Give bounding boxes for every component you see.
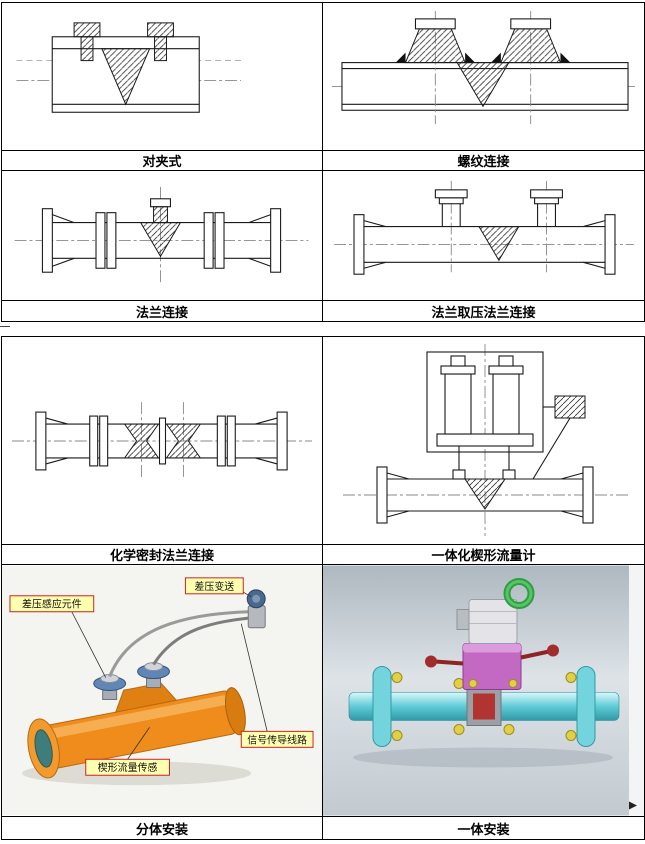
- svg-text:差压变送: 差压变送: [194, 580, 234, 593]
- label-split-install: 分体安装: [2, 817, 323, 839]
- cyan-pipe-assembly: [348, 666, 620, 747]
- split-installation-photo: 差压感应元件 差压变送 楔形流量传感 信号传导线路: [2, 565, 322, 816]
- label-text: 化学密封法兰连接: [109, 548, 214, 563]
- label-text: 法兰取压法兰连接: [431, 304, 536, 320]
- annotation-signal-line: 信号传导线路: [240, 730, 314, 748]
- label-text: 一体安装: [457, 821, 510, 837]
- annotation-wedge-flow-sensor: 楔形流量传感: [85, 758, 170, 776]
- orange-wedge-meter: [27, 682, 246, 779]
- cell-integrated-meter-figure: [323, 337, 644, 545]
- svg-text:信号传导线路: 信号传导线路: [247, 733, 307, 746]
- threaded-connection-diagram: [332, 10, 635, 125]
- cell-split-install-photo: 差压感应元件 差压变送 楔形流量传感 信号传导线路: [2, 565, 323, 817]
- table-gap-mark: [0, 326, 10, 330]
- label-text: 螺纹连接: [457, 154, 510, 169]
- label-integrated-meter: 一体化楔形流量计: [323, 545, 644, 565]
- label-text: 一体化楔形流量计: [431, 548, 536, 563]
- integrated-wedge-meter-diagram: [343, 344, 628, 536]
- dp-sensing-taps: [93, 662, 170, 700]
- label-flange-connection: 法兰连接: [2, 301, 323, 321]
- impulse-tube-1: [108, 610, 249, 678]
- annotation-dp-transmitter: 差压变送: [184, 577, 244, 595]
- label-text: 对夹式: [142, 154, 182, 169]
- label-threaded-connection: 螺纹连接: [323, 151, 644, 171]
- green-ring: [503, 578, 535, 609]
- wafer-type-diagram: [16, 22, 241, 113]
- label-flange-tap-connection: 法兰取压法兰连接: [323, 301, 644, 321]
- impulse-tube-2: [152, 616, 252, 666]
- cell-integrated-install-photo: [323, 565, 644, 817]
- integrated-installation-render: [323, 565, 644, 816]
- cell-threaded-figure: [323, 3, 644, 151]
- label-chemical-seal: 化学密封法兰连接: [2, 545, 323, 565]
- label-integrated-install: 一体安装: [323, 817, 644, 839]
- magenta-manifold: [425, 643, 559, 690]
- diagram-table-bottom: 化学密封法兰连接 一体化楔形流量计: [1, 336, 645, 840]
- svg-text:楔形流量传感: 楔形流量传感: [98, 761, 158, 774]
- flange-tap-connection-diagram: [334, 180, 634, 275]
- cell-flange-figure: [2, 171, 323, 301]
- dp-transmitter-device: [246, 589, 266, 629]
- chemical-seal-flange-diagram: [11, 402, 313, 480]
- annotation-dp-sensing-element: 差压感应元件: [9, 595, 95, 613]
- cell-flange-tap-figure: [323, 171, 644, 301]
- label-text: 法兰连接: [135, 304, 188, 320]
- cell-wafer-figure: [2, 3, 323, 151]
- corner-arrow-icon: [629, 801, 637, 810]
- diagram-table-top: 对夹式 螺纹连接: [1, 2, 645, 322]
- label-wafer-type: 对夹式: [2, 151, 323, 171]
- flange-connection-diagram: [14, 186, 309, 285]
- label-text: 分体安装: [135, 821, 188, 837]
- svg-text:差压感应元件: 差压感应元件: [22, 598, 82, 611]
- cell-chemical-seal-figure: [2, 337, 323, 545]
- transmitter-block: [456, 599, 518, 644]
